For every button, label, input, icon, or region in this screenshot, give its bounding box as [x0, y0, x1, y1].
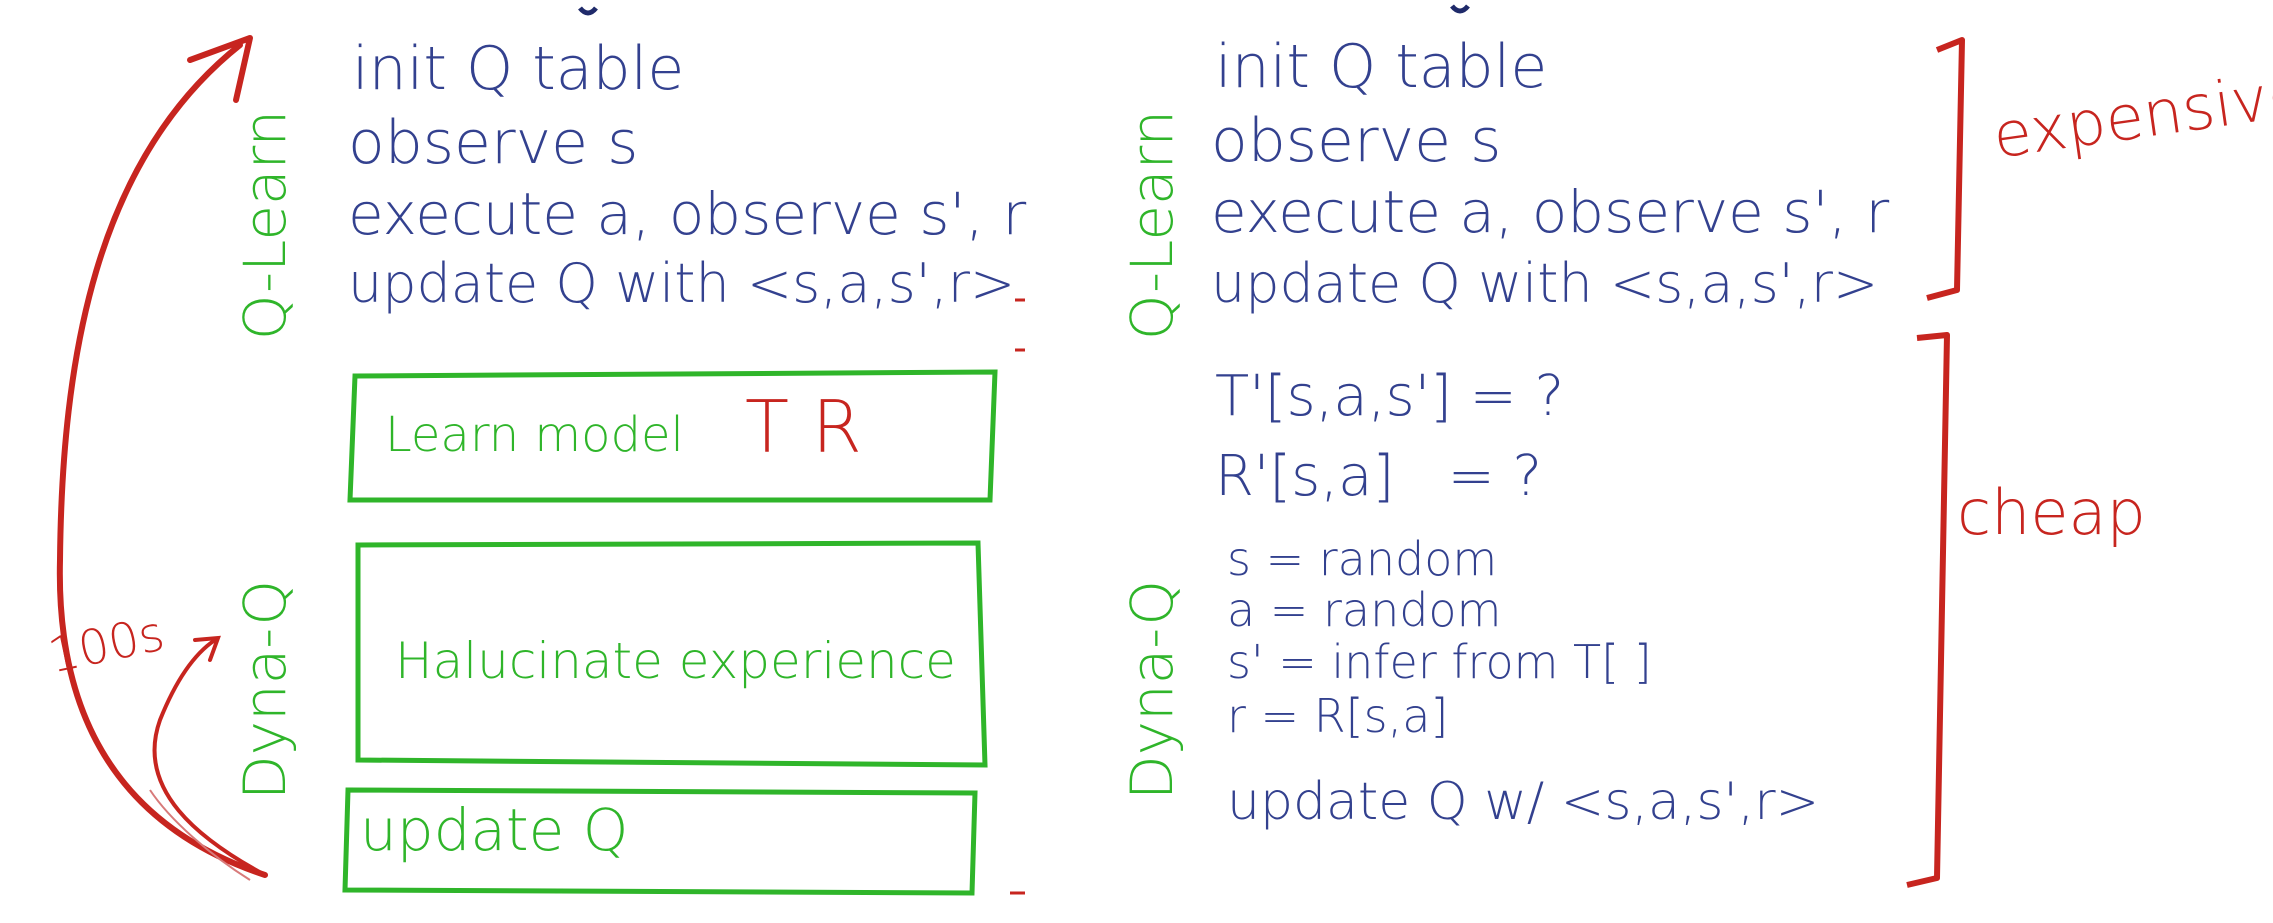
cheap-label: cheap	[1957, 476, 2146, 549]
right-panel: Q-Learn Dyna-Q init Q table observe s ex…	[1027, 0, 2273, 923]
reward-lookup-line: r = R[s,a]	[1227, 689, 1449, 743]
top-tick-mark	[1450, 4, 1470, 14]
step-update-q: update Q with <s,a,s',r>	[1211, 252, 1879, 315]
update-q-label: update Q	[360, 796, 629, 864]
left-drawings	[56, 6, 1025, 896]
learn-model-label: Learn model	[385, 407, 684, 463]
halucinate-box-outline	[355, 540, 988, 768]
step-init-q: init Q table	[1215, 32, 1548, 102]
step-update-q: update Q with <s,a,s',r>	[348, 252, 1016, 315]
dynaq-vertical-label: Dyna-Q	[231, 580, 299, 800]
top-tick-mark	[578, 6, 598, 16]
sample-state-line: s = random	[1227, 532, 1498, 586]
outer-loop-arrowhead	[187, 35, 253, 103]
step-observe-s: observe s	[348, 108, 639, 178]
halucinate-label: Halucinate experience	[395, 632, 956, 690]
learn-model-box-outline	[347, 369, 998, 503]
update-q-box-outline	[342, 787, 978, 896]
transition-model-line: T'[s,a,s'] = ?	[1215, 364, 1565, 429]
outer-loop-arrow	[56, 42, 268, 878]
step-execute-a: execute a, observe s', r	[1211, 178, 1890, 246]
qlearn-vertical-label: Q-Learn	[231, 109, 299, 341]
infer-next-state-line: s' = infer from T[ ]	[1227, 635, 1652, 689]
qlearn-vertical-label: Q-Learn	[1118, 109, 1186, 341]
cheap-bracket	[1906, 332, 1950, 888]
inner-loop-arrow	[152, 638, 267, 877]
model-symbols: T R	[745, 385, 862, 469]
inner-loop-arrowhead	[193, 635, 221, 662]
update-q-line: update Q w/ <s,a,s',r>	[1227, 772, 1820, 832]
step-observe-s: observe s	[1211, 106, 1502, 176]
faint-stroke	[149, 789, 251, 881]
sample-action-line: a = random	[1227, 583, 1502, 637]
left-panel: Q-Learn Dyna-Q init Q table observe s ex…	[0, 0, 1027, 923]
dynaq-vertical-label: Dyna-Q	[1118, 580, 1186, 800]
expensive-bracket	[1926, 37, 1965, 301]
right-drawings	[1450, 4, 1965, 888]
step-execute-a: execute a, observe s', r	[348, 180, 1027, 248]
reward-model-line: R'[s,a] = ?	[1215, 444, 1543, 509]
step-init-q: init Q table	[352, 34, 685, 104]
